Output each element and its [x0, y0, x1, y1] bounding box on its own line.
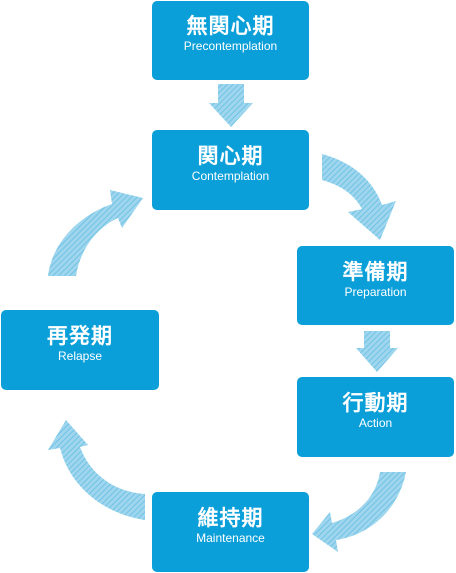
stage-precontemplation: 無関心期 Precontemplation	[152, 1, 309, 80]
stage-precontemplation-jp: 無関心期	[186, 14, 275, 38]
stage-relapse-jp: 再発期	[47, 324, 113, 348]
stage-relapse: 再発期 Relapse	[1, 310, 159, 390]
stage-preparation-en: Preparation	[344, 285, 407, 299]
arrow-pre-to-con	[209, 84, 253, 127]
stage-preparation-jp: 準備期	[342, 260, 409, 284]
arrow-rel-to-con	[48, 190, 143, 276]
stage-precontemplation-en: Precontemplation	[183, 39, 278, 53]
stage-maintenance: 維持期 Maintenance	[152, 492, 309, 572]
arrow-con-to-prep	[322, 154, 396, 240]
arrow-main-to-rel	[48, 420, 145, 520]
stage-action-en: Action	[358, 416, 393, 430]
stage-preparation: 準備期 Preparation	[297, 246, 454, 325]
stage-contemplation: 関心期 Contemplation	[152, 130, 309, 210]
stage-contemplation-jp: 関心期	[197, 144, 264, 168]
stage-action: 行動期 Action	[297, 377, 454, 457]
stage-contemplation-en: Contemplation	[191, 169, 270, 183]
stage-maintenance-jp: 維持期	[197, 506, 264, 530]
stage-action-jp: 行動期	[342, 391, 409, 415]
stage-relapse-en: Relapse	[57, 349, 103, 363]
arrow-prep-to-act	[356, 331, 398, 372]
arrow-act-to-main	[312, 472, 406, 552]
stage-maintenance-en: Maintenance	[196, 531, 265, 545]
